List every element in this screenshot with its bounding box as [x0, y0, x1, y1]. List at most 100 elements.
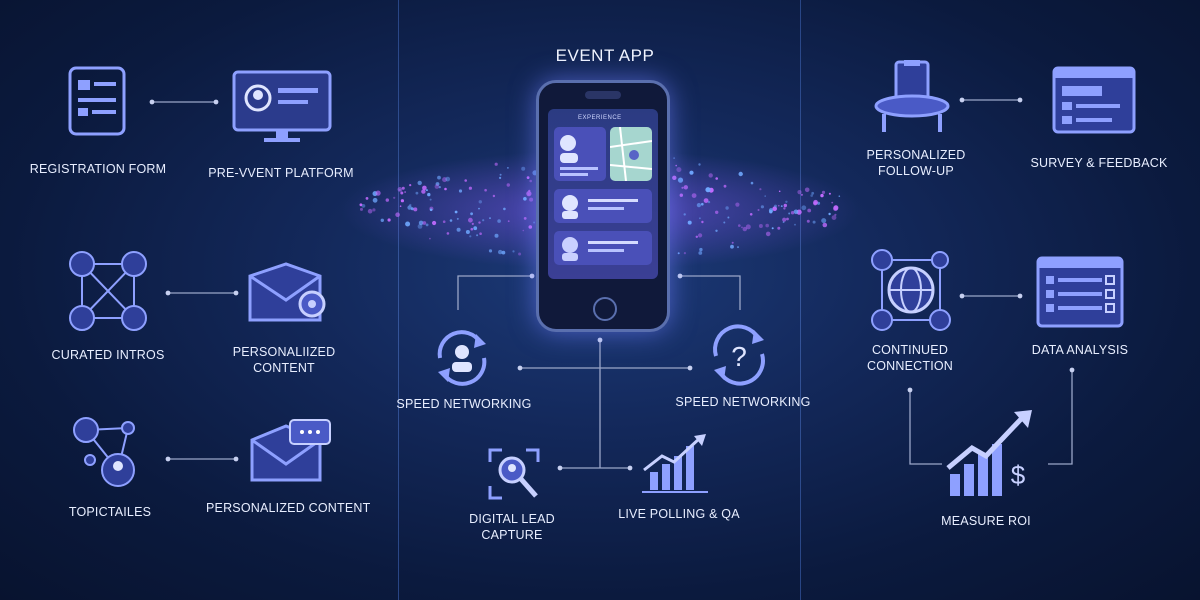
- globe-network-icon: [868, 246, 954, 339]
- particle: [786, 217, 789, 221]
- particle: [499, 173, 502, 176]
- particle: [372, 208, 376, 212]
- particle: [735, 202, 740, 207]
- svg-text:?: ?: [731, 341, 747, 372]
- particle: [494, 233, 499, 238]
- particle: [444, 187, 447, 191]
- particle: [399, 205, 402, 207]
- particle: [445, 176, 451, 182]
- registration-form-label: REGISTRATION FORM: [29, 162, 167, 176]
- particle: [701, 220, 704, 224]
- particle: [503, 207, 506, 211]
- particle: [782, 217, 787, 222]
- particle: [778, 204, 780, 207]
- particle: [484, 188, 487, 192]
- svg-text:$: $: [1011, 460, 1026, 490]
- particle: [715, 210, 719, 214]
- particle: [429, 237, 431, 240]
- particle: [701, 202, 704, 206]
- home-button[interactable]: [593, 297, 617, 321]
- personalized-content-label-line2: CONTENT: [253, 361, 315, 375]
- particle: [489, 217, 491, 219]
- particle: [521, 166, 526, 171]
- particle: [470, 212, 473, 216]
- particle: [821, 190, 826, 194]
- connected-people-icon: [70, 414, 150, 501]
- particle: [765, 231, 771, 237]
- question-refresh-icon: ?: [706, 322, 772, 393]
- pre-event-platform-label: PRE-VVENT PLATFORM: [208, 166, 354, 180]
- particle: [705, 187, 711, 193]
- personalized-content-label-line1: PERSONALIIZED: [232, 345, 336, 359]
- particle: [738, 224, 741, 227]
- particle: [723, 221, 726, 224]
- particle: [470, 227, 474, 231]
- particle: [442, 220, 446, 223]
- measure-roi-label: MEASURE ROI: [941, 514, 1031, 528]
- particle: [691, 193, 697, 199]
- particle: [449, 219, 453, 222]
- person-icon: [560, 135, 598, 176]
- particle: [738, 171, 743, 177]
- particle: [672, 175, 677, 180]
- particle: [479, 232, 482, 235]
- particle: [812, 220, 816, 224]
- person-icon: [562, 237, 638, 261]
- particle: [742, 226, 747, 232]
- map-card[interactable]: [609, 126, 653, 182]
- particle: [427, 192, 431, 197]
- particle: [523, 217, 527, 220]
- particle: [831, 215, 837, 221]
- particle: [800, 193, 804, 196]
- particle: [673, 157, 675, 159]
- particle: [464, 179, 468, 182]
- particle: [699, 247, 703, 252]
- particle: [435, 182, 440, 186]
- particle: [689, 170, 694, 175]
- particle: [456, 217, 459, 220]
- particle: [432, 220, 437, 226]
- particle: [764, 195, 766, 197]
- particle: [526, 176, 530, 180]
- particle: [434, 184, 440, 189]
- particle: [401, 186, 405, 190]
- particle: [828, 212, 831, 216]
- particle: [797, 190, 802, 195]
- particle: [783, 203, 787, 208]
- particle: [425, 189, 428, 192]
- particle: [518, 252, 522, 256]
- particle: [727, 216, 730, 219]
- particle: [828, 192, 831, 195]
- particle: [404, 191, 406, 193]
- particle: [822, 222, 828, 228]
- tablet-form-icon: [68, 66, 128, 141]
- particle: [507, 220, 510, 223]
- particle: [482, 219, 485, 222]
- profile-card[interactable]: [554, 127, 606, 181]
- particle: [385, 198, 389, 202]
- particle: [400, 199, 404, 203]
- network-nodes-icon: [66, 248, 156, 339]
- contact-card-2[interactable]: [554, 231, 652, 265]
- particle: [683, 185, 688, 190]
- particle: [687, 220, 692, 225]
- particle: [488, 249, 493, 253]
- particle: [454, 210, 458, 214]
- particle: [407, 205, 412, 210]
- particle: [793, 209, 799, 215]
- particle: [677, 177, 684, 183]
- particle: [395, 212, 400, 217]
- particle: [715, 229, 718, 232]
- curated-intros-label: CURATED INTROS: [51, 348, 165, 362]
- survey-feedback-label: SURVEY & FEEDBACK: [1030, 156, 1168, 170]
- contact-card-1[interactable]: [554, 189, 652, 223]
- person-icon: [562, 195, 638, 219]
- digital-lead-capture-label-line1: DIGITAL LEAD: [469, 512, 555, 526]
- particle: [707, 200, 711, 204]
- live-polling-label: LIVE POLLING & QA: [618, 507, 740, 521]
- digital-lead-capture-label-line2: CAPTURE: [481, 528, 543, 542]
- map-icon: [609, 126, 653, 182]
- particle: [698, 163, 701, 166]
- particle: [409, 184, 412, 187]
- particle: [698, 251, 703, 255]
